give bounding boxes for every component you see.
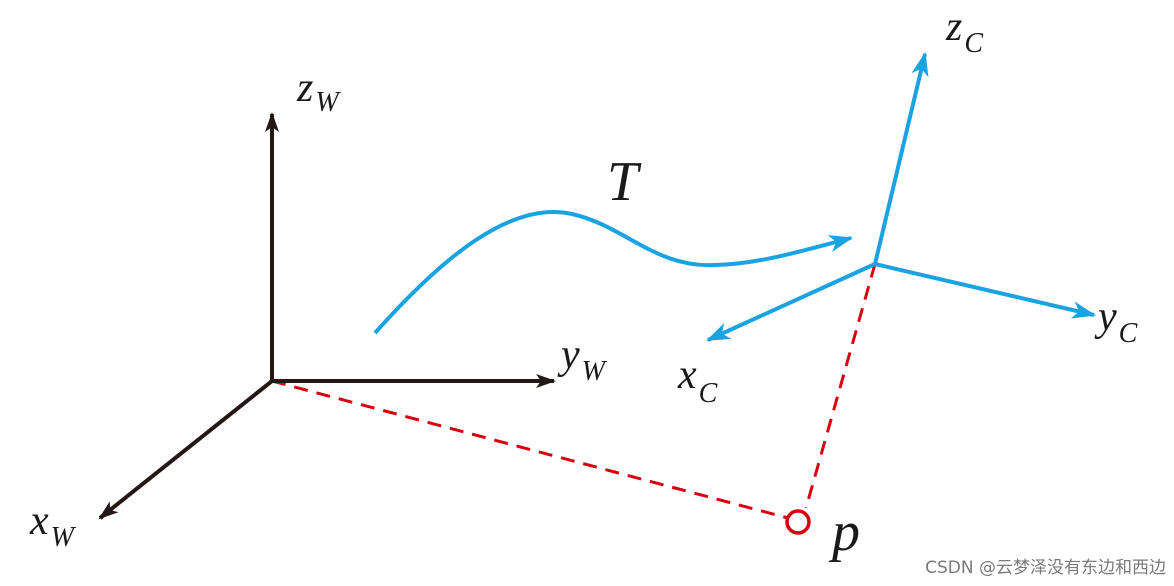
transform-curve	[373, 210, 854, 335]
csdn-watermark: CSDN @云梦泽没有东边和西边	[925, 558, 1166, 578]
dashed-line-camera-to-point	[804, 263, 877, 509]
camera-z-label: zC	[945, 4, 983, 59]
camera-x-label: xC	[677, 352, 718, 409]
world-frame	[98, 112, 556, 520]
world-x-axis	[98, 379, 274, 520]
point-p-marker	[785, 509, 811, 535]
world-z-label: zW	[296, 65, 341, 118]
world-y-label: yW	[557, 332, 608, 387]
dashed-line-world-to-point	[271, 379, 789, 520]
transform-label: T	[607, 151, 642, 213]
world-x-label: xW	[29, 498, 77, 553]
camera-x-axis	[706, 262, 876, 342]
camera-y-axis	[874, 262, 1097, 319]
point-label: p	[828, 501, 860, 563]
camera-z-axis	[873, 51, 929, 265]
camera-y-label: yC	[1094, 294, 1138, 349]
camera-frame	[706, 51, 1097, 342]
